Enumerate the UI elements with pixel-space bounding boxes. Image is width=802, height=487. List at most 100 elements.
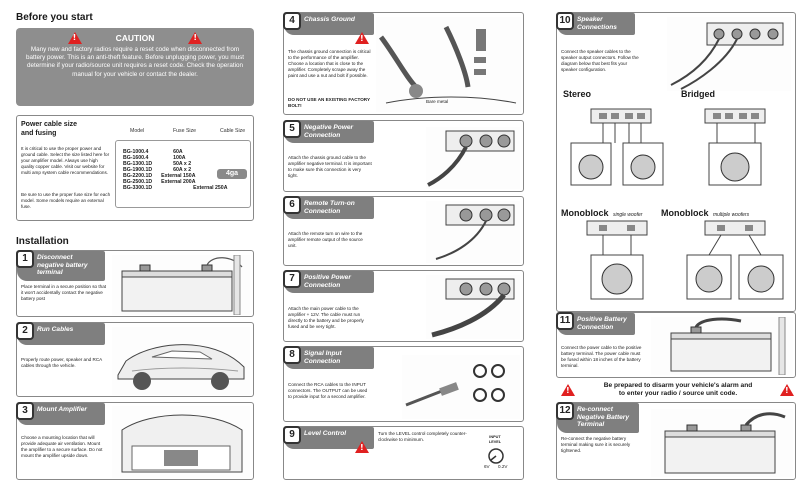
battery-positive-illustration [651,317,793,375]
step-text: Attach the chassis ground cable to the a… [288,155,372,178]
step-title: Disconnect negative battery terminal [37,254,88,277]
bridged-label: Bridged [681,89,716,99]
step-number: 12 [556,402,574,420]
stereo-label: Stereo [563,89,592,99]
col-cable: Cable Size [220,128,246,134]
step-number: 11 [556,312,574,330]
step-number: 9 [283,426,301,444]
caution-title: CAUTION [115,32,155,43]
step-text: Place terminal in a secure position so t… [21,284,107,301]
warning-icon [561,384,575,396]
step-title: Speaker Connections [577,16,617,31]
warning-icon [780,384,794,396]
step-text: Attach the remote turn on wire to the am… [288,231,363,248]
step-number: 2 [16,322,34,340]
caution-text: Many new and factory radios require a re… [26,46,244,78]
col-fuse: Fuse Size [173,128,197,134]
col-model: Model [130,128,145,134]
step-number: 1 [16,250,34,268]
step-text: The chassis ground connection is critica… [288,49,371,78]
monoblock-single-diagram [586,220,648,300]
warning-icon [67,32,82,44]
step-title: Level Control [304,430,347,437]
bare-metal-label: Bare metal [426,99,449,104]
positive-terminal-illustration [426,275,520,339]
step-text: Choose a mounting location that will pro… [21,435,103,458]
step-warning: DO NOT USE AN EXISTING FACTORY BOLT! [288,97,370,108]
model-table-frame [115,140,251,208]
knob-min: 6V [484,464,490,469]
bridged-diagram [704,108,766,186]
gauge-badge: 4ga [217,169,247,179]
step-8: 8 Signal Input Connection Connect the RC… [283,346,524,422]
car-illustration [112,327,250,395]
installation-title: Installation [16,236,69,247]
step-text: Connect the power cable to the positive … [561,345,642,368]
alarm-notice: Be prepared to disarm your vehicle's ala… [603,382,753,397]
step-title: Re-connect Negative Battery Terminal [577,406,630,429]
monoblock-multiple-diagram [686,220,784,300]
step-title: Signal Input Connection [304,350,342,365]
speaker-terminal-illustration [667,17,791,91]
step-text: Re-connect the negative battery terminal… [561,436,631,453]
step-title: Positive Power Connection [304,274,351,289]
power-cable-box: Power cable size and fusing Model Fuse S… [16,115,254,221]
rca-illustration [402,355,520,419]
warning-icon [355,32,369,44]
battery-negative-illustration [651,409,793,477]
step-title: Run Cables [37,326,74,333]
step-number: 10 [556,12,574,30]
step-number: 7 [283,270,301,288]
step-5: 5 Negative Power Connection Attach the c… [283,120,524,192]
step-title: Mount Amplifier [37,406,87,413]
step-title: Positive Battery Connection [577,316,627,331]
step-number: 8 [283,346,301,364]
before-title: Before you start [16,12,93,23]
step-6: 6 Remote Turn-on Connection Attach the r… [283,196,524,266]
step-text: Connect the RCA cables to the INPUT conn… [288,382,368,399]
step-2: 2 Run Cables Properly route power, speak… [16,322,254,397]
battery-illustration [112,255,250,315]
monoblock-multiple-label: Monoblock multiple woofers [661,208,750,218]
step-text: Properly route power, speaker and RCA ca… [21,357,102,368]
step-number: 3 [16,402,34,420]
ground-bolt-illustration [376,17,521,112]
knob-max: 0.2V [498,464,508,469]
step-10: 10 Speaker Connections Connect the speak… [556,12,796,312]
warning-icon [188,32,203,44]
step-number: 4 [283,12,301,30]
monoblock-single-label: Monoblock single woofer [561,208,643,218]
step-7: 7 Positive Power Connection Attach the m… [283,270,524,342]
step-4: 4 Chassis Ground The chassis ground conn… [283,12,524,115]
step-11: 11 Positive Battery Connection Connect t… [556,312,796,378]
knob-label: INPUT LEVEL [488,435,502,444]
level-knob-icon[interactable] [487,447,505,465]
remote-terminal-illustration [426,201,520,263]
stereo-diagram [570,108,664,186]
power-cable-desc: It is critical to use the proper power a… [21,146,110,175]
caution-box: CAUTION Many new and factory radios requ… [16,28,254,106]
step-text: Turn the LEVEL control completely counte… [378,431,467,442]
power-cable-title-2: and fusing [21,130,57,137]
warning-icon [355,441,369,453]
step-3: 3 Mount Amplifier Choose a mounting loca… [16,402,254,480]
power-cable-title: Power cable size [21,121,78,128]
step-number: 6 [283,196,301,214]
step-text: Connect the speaker cables to the speake… [561,49,639,72]
step-title: Negative Power Connection [304,124,354,139]
step-1: 1 Disconnect negative battery terminal P… [16,250,254,317]
trunk-illustration [112,406,250,478]
step-text: Attach the main power cable to the ampli… [288,306,364,329]
step-12: 12 Re-connect Negative Battery Terminal … [556,402,796,480]
step-title: Remote Turn-on Connection [304,200,355,215]
step-number: 5 [283,120,301,138]
step-title: Chassis Ground [304,16,355,23]
